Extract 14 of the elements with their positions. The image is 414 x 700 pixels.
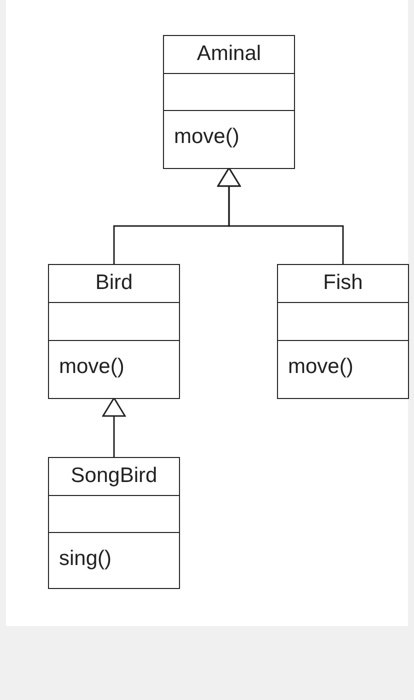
class-box [48, 457, 180, 589]
class-box [277, 264, 409, 399]
method-name: move() [59, 355, 124, 379]
class-box [163, 35, 295, 169]
class-box [48, 264, 180, 399]
method-name: move() [288, 355, 354, 379]
class-name: Bird [94, 270, 134, 296]
inheritance-arrow [102, 397, 126, 457]
method-name: move() [174, 125, 240, 149]
inheritance-arrow [217, 167, 344, 264]
class-name: Aminal [196, 41, 262, 67]
class-name: Fish [322, 270, 364, 296]
class-name: SongBird [70, 463, 158, 489]
method-name: sing() [59, 547, 112, 571]
